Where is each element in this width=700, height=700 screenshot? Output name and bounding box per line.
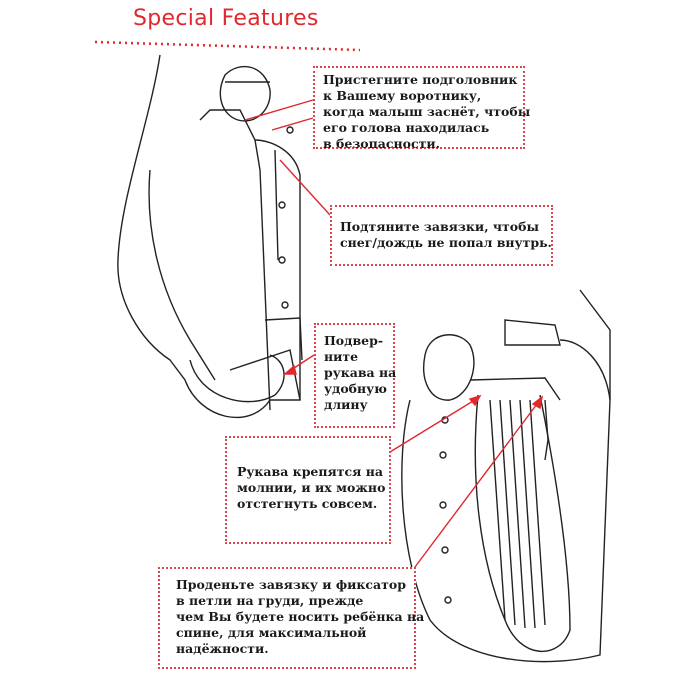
callout-text: Подвер-	[324, 333, 384, 348]
callout-text: когда малыш заснёт, чтобы	[323, 104, 531, 119]
callout-text: отстегнуть совсем.	[237, 496, 378, 511]
callout-text: снег/дождь не попал внутрь.	[340, 235, 552, 250]
callout-attach-hood: Пристегните подголовник к Вашему воротни…	[313, 66, 531, 151]
callout-text: длину	[324, 397, 368, 412]
front-jacket-outline	[117, 54, 301, 419]
baby-head-back	[423, 334, 475, 401]
baby-head-front	[219, 65, 271, 122]
sleeve-back	[474, 394, 571, 653]
callout-thread-drawstring: Проденьте завязку и фиксатор в петли на …	[158, 567, 425, 669]
callout-text: Проденьте завязку и фиксатор	[176, 577, 406, 592]
page-title: Special Features	[133, 6, 319, 31]
callout-text: в безопасности.	[323, 136, 440, 151]
front-jacket-body	[199, 109, 271, 411]
callout-roll-sleeves: Подвер- ните рукава на удобную длину	[314, 323, 397, 428]
callout-text: Рукава крепятся на	[237, 464, 383, 479]
back-jacket-outline	[401, 339, 611, 663]
callout-text: его голова находилась	[323, 120, 490, 135]
callout-text: к Вашему воротнику,	[323, 88, 482, 103]
callout-text: молнии, и их можно	[237, 480, 386, 495]
callout-text: в петли на груди, прежде	[176, 593, 364, 608]
callout-text: Подтяните завязки, чтобы	[340, 219, 539, 234]
callout-text: Пристегните подголовник	[323, 72, 518, 87]
title-dotted-underline	[94, 40, 361, 52]
callout-text: рукава на	[324, 365, 397, 380]
callout-text: ните	[324, 349, 359, 364]
callout-tighten-drawstrings: Подтяните завязки, чтобы снег/дождь не п…	[330, 205, 553, 266]
callout-text: спине, для максимальной	[176, 625, 367, 640]
callout-detachable-sleeves: Рукава крепятся на молнии, и их можно от…	[225, 436, 391, 544]
callout-text: чем Вы будете носить ребёнка на	[176, 609, 425, 624]
callout-text: надёжности.	[176, 641, 269, 656]
callout-text: удобную	[324, 381, 387, 396]
